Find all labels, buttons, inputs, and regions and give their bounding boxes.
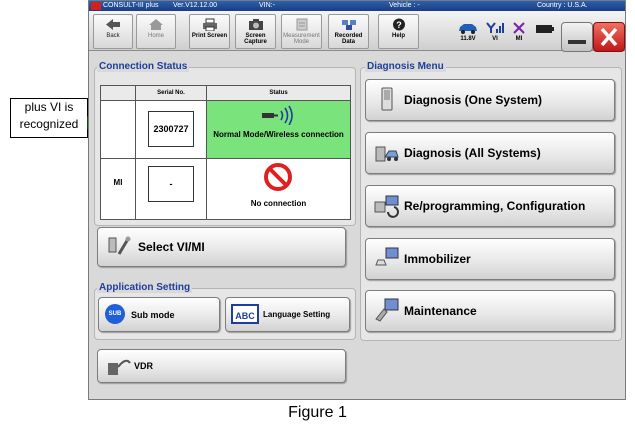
print-screen-button[interactable]: Print Screen <box>189 14 230 49</box>
measurement-mode-button[interactable]: Measurement Mode <box>281 14 322 49</box>
vi-status-cell: Normal Mode/Wireless connection <box>207 101 350 158</box>
app-version: Ver.V12.12.00 <box>173 2 217 9</box>
table-row-mi[interactable]: MI - No connection <box>101 159 350 219</box>
battery-indicator-icon <box>536 25 554 33</box>
vi-serial-cell: 2300727 <box>136 101 207 158</box>
vi-signal-icon <box>486 22 504 33</box>
mi-status-text: No connection <box>250 199 307 208</box>
vdr-icon <box>108 359 131 375</box>
car-battery-icon <box>459 24 477 34</box>
close-icon <box>600 27 618 47</box>
reprogramming-icon <box>374 195 399 218</box>
back-button[interactable]: Back <box>93 14 133 49</box>
language-setting-button[interactable]: ABC Language Setting <box>225 297 350 332</box>
single-unit-icon <box>381 87 393 111</box>
title-bar: CONSULT-III plus Ver.V12.12.00 VIN:- Veh… <box>89 1 625 11</box>
mi-status-cell: No connection <box>207 159 350 219</box>
col-header-blank <box>101 86 136 101</box>
country-label: Country : U.S.A. <box>537 2 588 9</box>
no-connection-icon <box>264 163 292 191</box>
close-button[interactable] <box>593 22 625 52</box>
sub-mode-icon: SUB <box>105 304 125 324</box>
mi-serial-cell: - <box>136 159 207 219</box>
table-row-vi[interactable]: 2300727 Normal Mode/Wireless connection <box>101 101 350 159</box>
help-icon: ? <box>392 18 405 31</box>
vi-status-text: Normal Mode/Wireless connection <box>213 130 344 139</box>
col-header-serial: Serial No. <box>136 86 207 101</box>
screen-capture-button[interactable]: Screen Capture <box>235 14 276 49</box>
vin-label: VIN:- <box>259 2 275 9</box>
help-button[interactable]: ? Help <box>378 14 419 49</box>
reprogramming-configuration-button[interactable]: Re/programming, Configuration <box>365 185 615 227</box>
wireless-vi-icon <box>262 105 293 125</box>
select-vi-mi-icon <box>108 236 131 255</box>
consult-app-window: CONSULT-III plus Ver.V12.12.00 VIN:- Veh… <box>88 0 626 400</box>
home-button[interactable]: Home <box>136 14 176 49</box>
figure-caption: Figure 1 <box>288 404 347 421</box>
app-title: CONSULT-III plus <box>103 2 159 9</box>
diagnosis-one-system-button[interactable]: Diagnosis (One System) <box>365 79 615 121</box>
vehicle-label: Vehicle : - <box>389 2 420 9</box>
maintenance-button[interactable]: Maintenance <box>365 290 615 332</box>
minimize-icon <box>568 40 586 44</box>
mi-status: MI <box>509 22 529 42</box>
camera-icon <box>248 19 263 30</box>
diagnosis-menu-title: Diagnosis Menu <box>365 61 446 72</box>
maintenance-icon <box>375 298 399 322</box>
battery-status: 11.8V <box>455 22 481 42</box>
svg-text:?: ? <box>396 20 402 30</box>
printer-icon <box>202 18 217 31</box>
vi-serial-number: 2300727 <box>148 111 194 147</box>
toolbar: Back Home Print Screen Screen Capture Me… <box>89 11 625 52</box>
immobilizer-icon <box>375 247 399 266</box>
measurement-icon <box>296 18 307 31</box>
connection-status-title: Connection Status <box>97 61 190 72</box>
connection-status-table: Serial No. Status 2300727 Normal Mode/Wi… <box>100 85 351 220</box>
immobilizer-button[interactable]: Immobilizer <box>365 238 615 280</box>
vdr-button[interactable]: VDR <box>97 349 346 383</box>
vehicle-diagnosis-icon <box>375 146 399 162</box>
home-icon <box>149 19 163 30</box>
recorded-data-icon <box>341 20 356 30</box>
vi-status: VI <box>485 22 505 42</box>
application-setting-title: Application Setting <box>97 282 193 293</box>
recorded-data-button[interactable]: Recorded Data <box>328 14 369 49</box>
back-arrow-icon <box>106 19 120 30</box>
vi-row-label <box>101 101 136 158</box>
mi-serial-number: - <box>148 166 194 202</box>
minimize-button[interactable] <box>561 22 593 52</box>
app-logo-icon <box>91 2 101 10</box>
mi-disconnected-icon <box>513 22 525 34</box>
abc-icon: ABC <box>231 304 259 324</box>
mi-row-label: MI <box>101 159 136 219</box>
diagnosis-all-systems-button[interactable]: Diagnosis (All Systems) <box>365 132 615 174</box>
annotation-callout: plus VI is recognized <box>10 98 88 138</box>
select-vi-mi-button[interactable]: Select VI/MI <box>97 227 346 267</box>
sub-mode-button[interactable]: SUB Sub mode <box>98 297 220 332</box>
col-header-status: Status <box>207 86 350 101</box>
